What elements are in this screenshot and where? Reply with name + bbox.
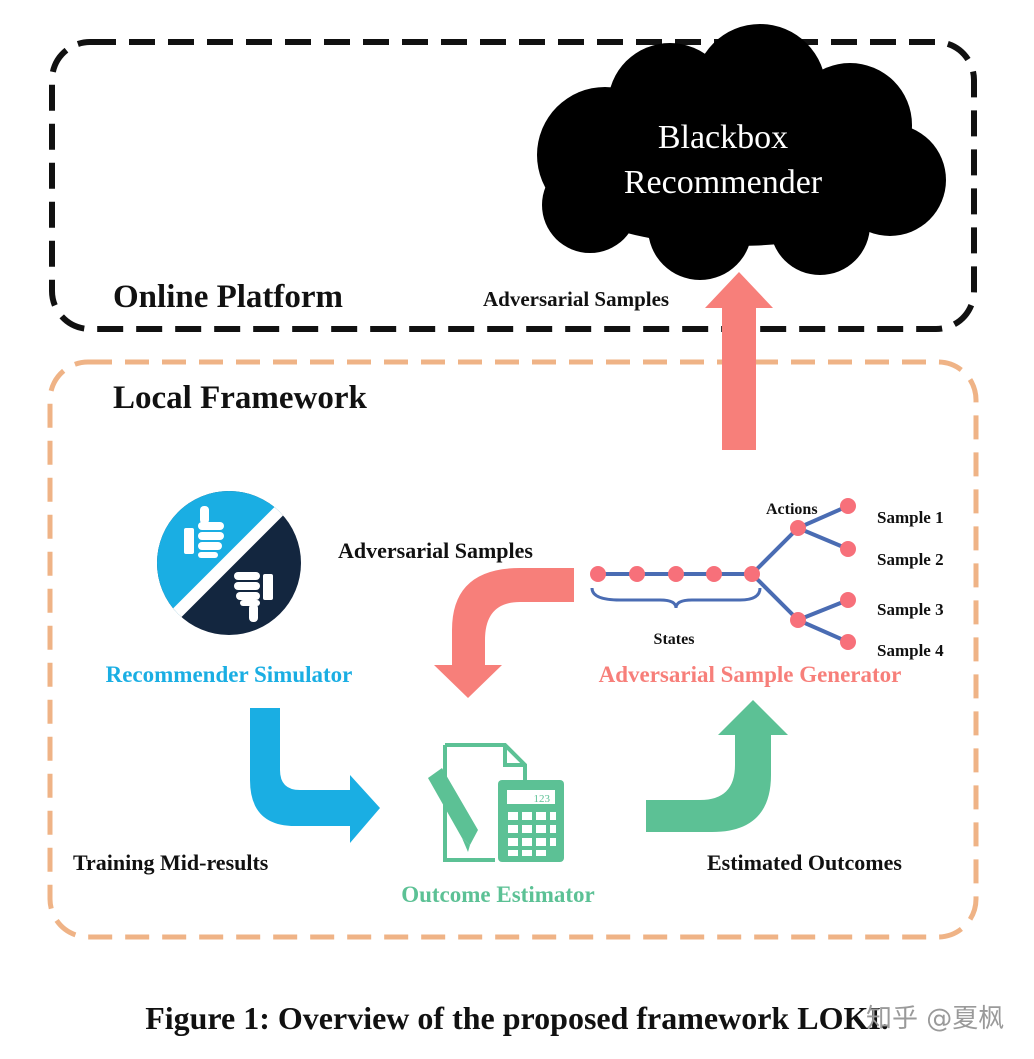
label-estimated-outcomes: Estimated Outcomes [707,850,902,875]
actions-label: Actions [766,501,818,518]
arrow-to-estimator [434,568,574,698]
arrow-to-platform [705,272,773,450]
state-action-tree [590,498,856,650]
blackbox-label-line1: Blackbox [658,119,788,156]
figure-caption: Figure 1: Overview of the proposed frame… [145,1000,889,1036]
outcome-estimator-label: Outcome Estimator [401,882,595,907]
blackbox-label-line2: Recommender [624,164,823,201]
calculator-display: 123 [534,793,551,805]
cloud-icon [537,24,946,280]
arrow-estimated [646,700,788,832]
recommender-simulator-label: Recommender Simulator [106,662,353,687]
sample-1-label: Sample 1 [877,508,944,527]
adversarial-sample-generator-label: Adversarial Sample Generator [599,662,902,687]
label-adversarial-to-estimator: Adversarial Samples [338,538,533,563]
thumbs-icon [157,491,301,635]
sample-3-label: Sample 3 [877,600,944,619]
states-label: States [654,631,695,648]
local-framework-label: Local Framework [113,380,367,416]
online-platform-label: Online Platform [113,279,343,315]
watermark: 知乎 @夏枫 [866,1004,1005,1034]
label-adversarial-to-platform: Adversarial Samples [483,287,669,311]
sample-2-label: Sample 2 [877,550,944,569]
online-platform-box [49,39,977,332]
states-brace [590,587,762,609]
sample-4-label: Sample 4 [877,641,944,660]
calculator-keys [508,812,556,856]
arrow-training [250,708,380,843]
pen-icon [428,768,478,852]
local-framework-box [47,359,979,940]
label-training-mid-results: Training Mid-results [73,850,269,875]
